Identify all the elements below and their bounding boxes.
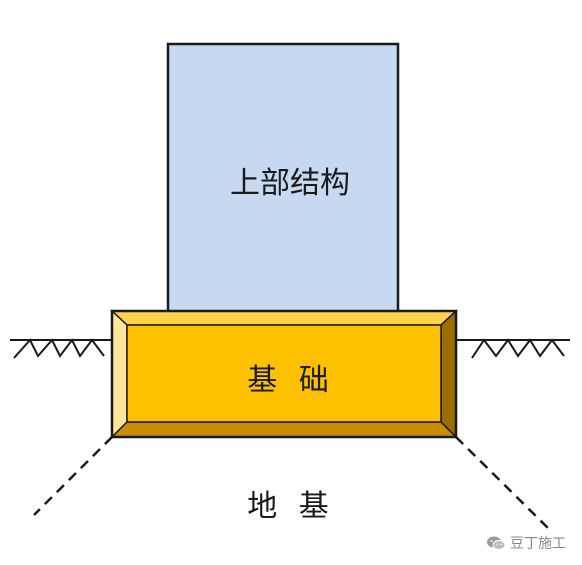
ground-surface-left: [10, 338, 112, 359]
watermark: 豆丁施工: [486, 533, 566, 553]
stress-line-right: [455, 436, 549, 529]
watermark-text: 豆丁施工: [510, 536, 566, 552]
ground-surface-right: [456, 338, 570, 359]
subgrade-label: 地 基: [247, 489, 335, 524]
superstructure-label-text: 上部结构: [230, 166, 350, 201]
wechat-icon: [487, 536, 506, 550]
foundation-label: 基 础: [247, 363, 335, 398]
foundation-block: [110, 309, 458, 439]
superstructure-block: [166, 42, 400, 316]
stress-line-left: [33, 436, 113, 516]
superstructure-label: 上部结构: [0, 158, 582, 202]
